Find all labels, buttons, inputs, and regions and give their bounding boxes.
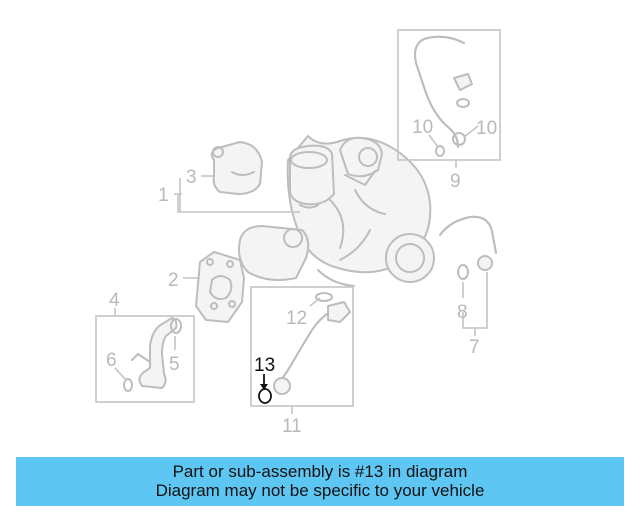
callout-5: 5 — [169, 354, 180, 375]
part-2-gasket — [195, 251, 245, 323]
callout-11: 11 — [282, 416, 302, 437]
banner-line-2: Diagram may not be specific to your vehi… — [155, 481, 485, 500]
callout-7: 7 — [469, 337, 480, 358]
info-banner: Part or sub-assembly is #13 in diagram D… — [16, 457, 624, 506]
callout-1: 1 — [158, 185, 169, 206]
callout-10-right: 10 — [476, 118, 497, 139]
callout-4: 4 — [109, 290, 120, 311]
callout-13-highlighted: 13 — [254, 355, 275, 376]
callout-3: 3 — [186, 167, 197, 188]
box-11-oil-feed-line — [250, 286, 354, 407]
part-13-seal-ring — [258, 388, 272, 404]
callout-12: 12 — [286, 308, 307, 329]
callout-10-left: 10 — [412, 117, 433, 138]
leader-lines — [114, 125, 488, 414]
callout-8: 8 — [457, 302, 468, 323]
callout-6: 6 — [106, 350, 117, 371]
part-7-coolant-pipe — [439, 215, 497, 280]
callout-9: 9 — [450, 171, 461, 192]
turbocharger-parts-diagram: 1 2 3 4 5 6 7 8 9 10 10 11 12 13 — [95, 29, 501, 437]
callout-labels: 1 2 3 4 5 6 7 8 9 10 10 11 12 13 — [106, 117, 497, 437]
box-4-oil-line — [95, 315, 195, 403]
callout-2: 2 — [168, 270, 179, 291]
banner-line-1: Part or sub-assembly is #13 in diagram — [172, 462, 468, 481]
turbocharger-assembly — [238, 135, 435, 287]
box-9-coolant-line — [397, 29, 501, 161]
part-3-actuator — [210, 141, 263, 195]
